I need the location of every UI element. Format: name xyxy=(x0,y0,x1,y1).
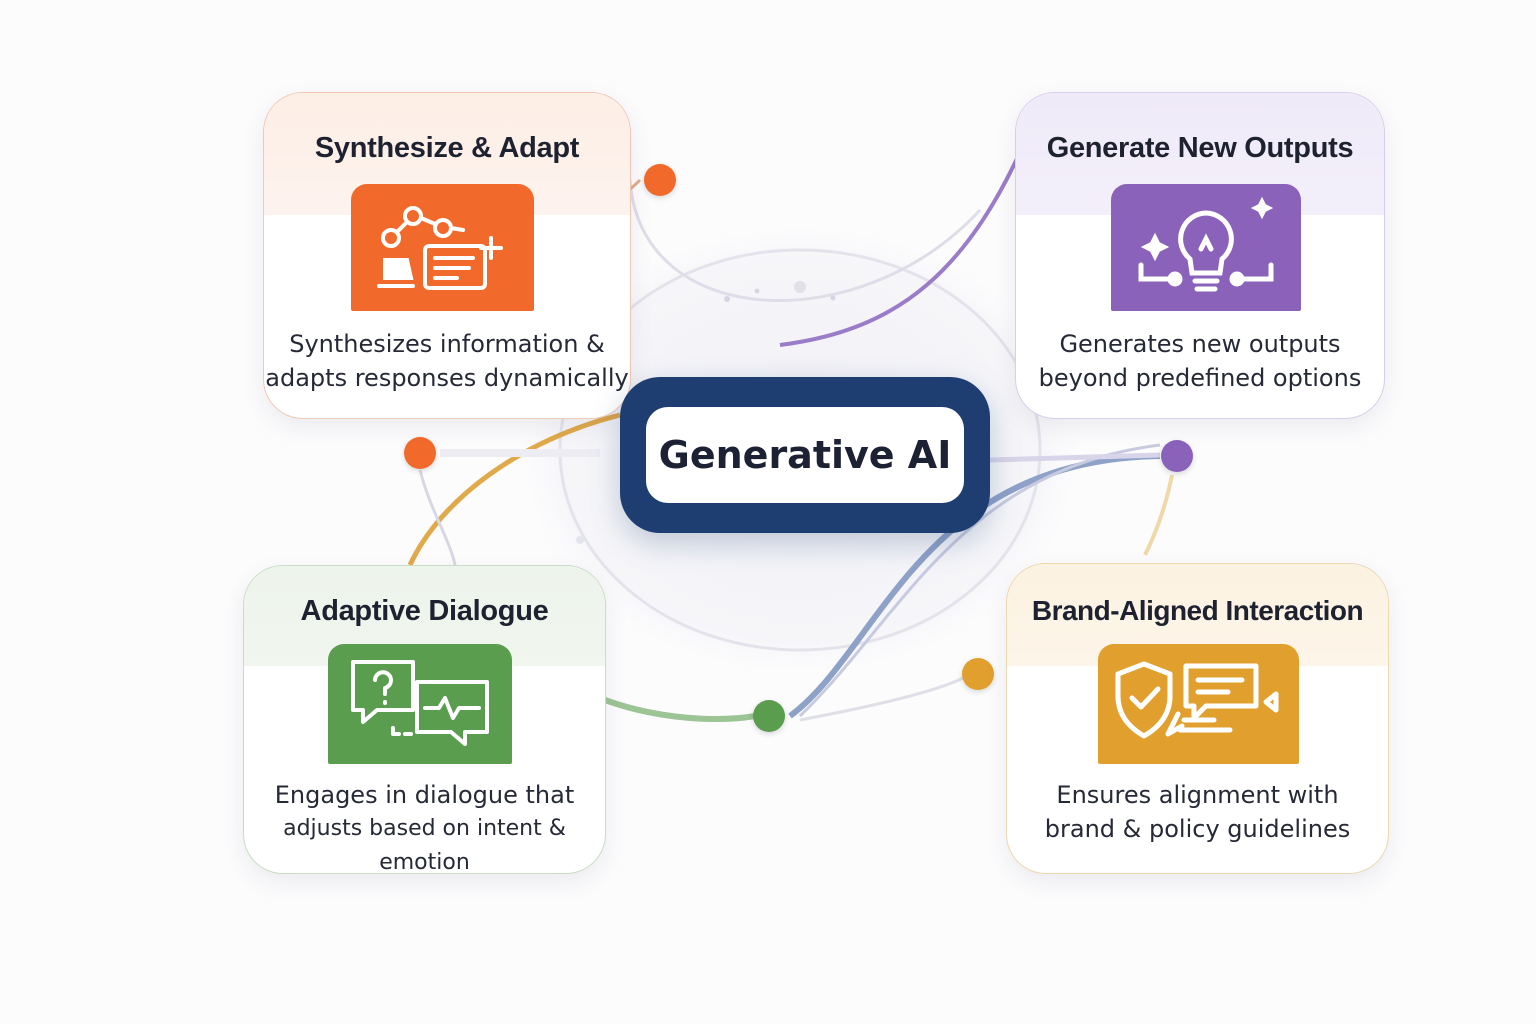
card-synthesize-adapt: Synthesize & Adapt Synthesizes informati… xyxy=(263,92,631,419)
card-brand-aligned-interaction: Brand-Aligned Interaction Ensures alignm… xyxy=(1006,563,1389,874)
lightbulb-sparkle-icon xyxy=(1111,184,1301,311)
card-title: Generate New Outputs xyxy=(1046,132,1354,164)
card-description: Generates new outputs beyond predefined … xyxy=(1016,327,1384,395)
card-generate-new-outputs: Generate New Outputs Generates new outpu… xyxy=(1015,92,1385,419)
description-line: Ensures alignment with xyxy=(1056,781,1339,809)
central-node-label: Generative AI xyxy=(646,407,964,503)
description-line: beyond predefined options xyxy=(1038,364,1362,392)
description-line: Engages in dialogue that xyxy=(274,781,575,809)
card-description: Ensures alignment with brand & policy gu… xyxy=(1007,778,1388,846)
workflow-document-icon xyxy=(351,184,534,311)
chat-bubbles-icon xyxy=(328,644,512,764)
card-title: Brand-Aligned Interaction xyxy=(1031,595,1364,626)
connector-dot-green xyxy=(753,700,785,732)
description-line: brand & policy guidelines xyxy=(1044,815,1351,843)
connector-dot-orange-left xyxy=(404,437,436,469)
description-line: adjusts based on intent & emotion xyxy=(283,816,566,875)
card-title: Synthesize & Adapt xyxy=(314,132,580,164)
card-title: Adaptive Dialogue xyxy=(300,595,549,627)
description-line: Synthesizes information & xyxy=(289,330,605,358)
card-description: Synthesizes information & adapts respons… xyxy=(264,327,630,395)
card-description: Engages in dialogue that adjusts based o… xyxy=(244,778,605,880)
description-line: Generates new outputs xyxy=(1059,330,1341,358)
connector-dot-purple xyxy=(1161,440,1193,472)
connector-dot-yellow xyxy=(962,658,994,690)
central-node-generative-ai: Generative AI xyxy=(620,377,990,533)
card-adaptive-dialogue: Adaptive Dialogue Engages in dialogue th… xyxy=(243,565,606,875)
shield-check-chat-icon xyxy=(1098,644,1299,764)
description-line: adapts responses dynamically xyxy=(265,364,629,392)
connector-dot-orange-top xyxy=(644,164,676,196)
